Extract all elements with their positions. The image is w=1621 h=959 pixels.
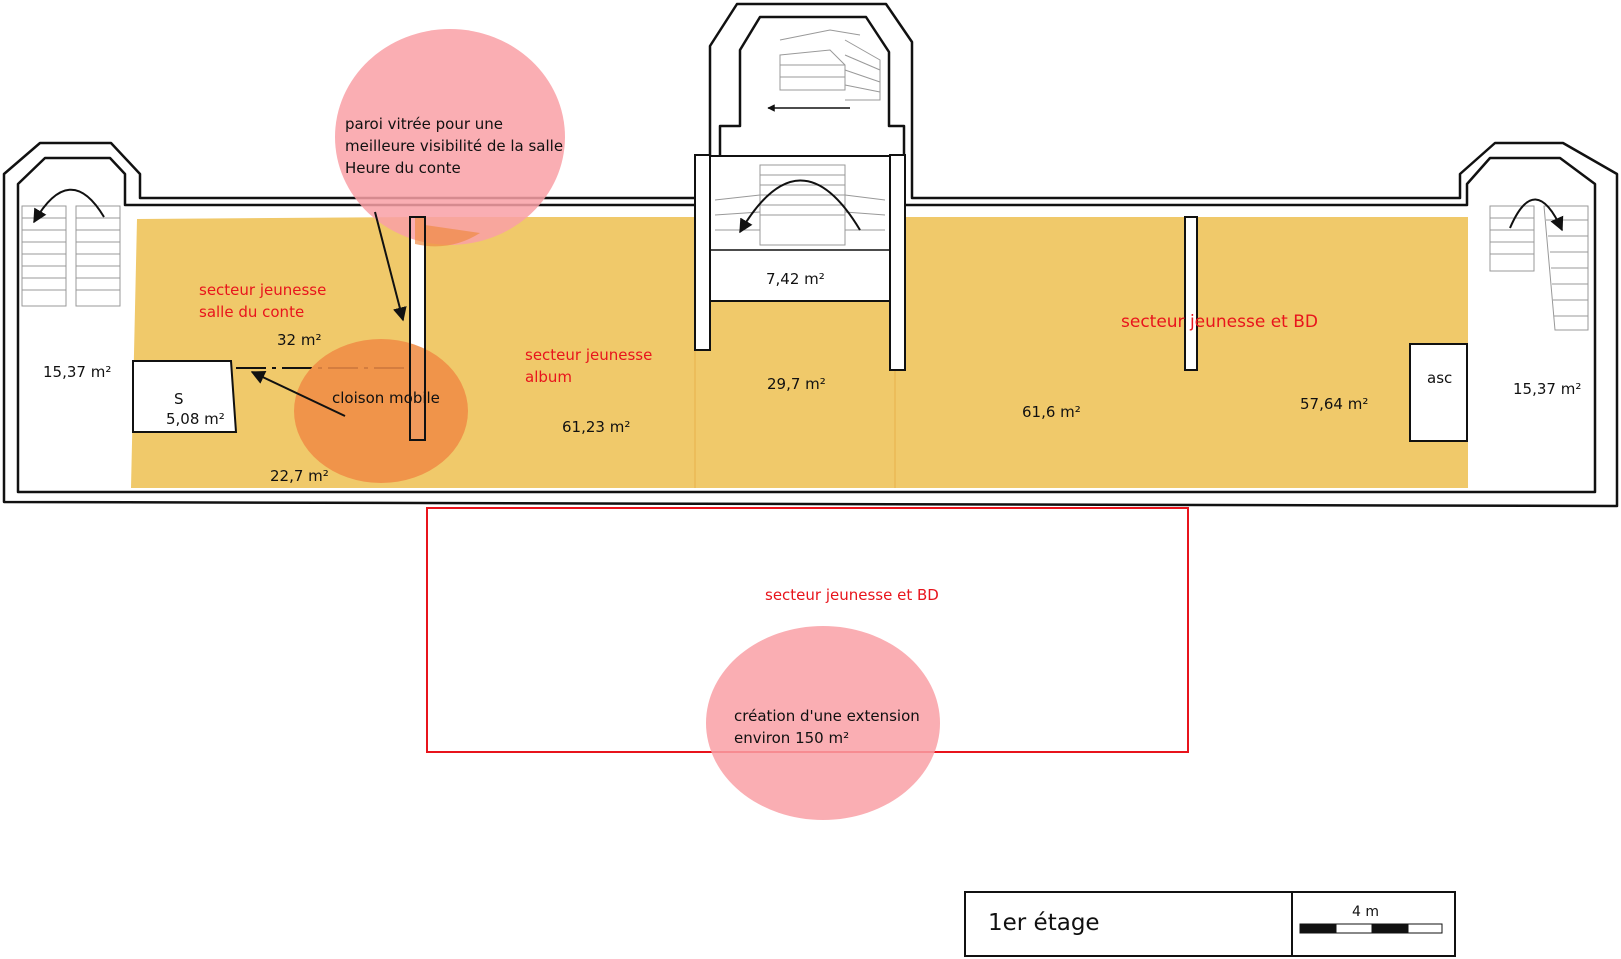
lower-left-area-label: 22,7 m² [270,467,329,485]
wall-center-left [694,154,711,351]
left-stair-area-label: 15,37 m² [43,363,111,381]
floor-fill-album [415,217,695,488]
highlight-overlap [415,217,480,247]
annotation-labels: paroi vitrée pour une meilleure visibili… [332,115,939,747]
arrow-mobile-partition [250,371,346,417]
album-label-1: secteur jeunesse [525,346,652,364]
conte-area-label: 32 m² [277,331,321,349]
highlight-glass-wall [335,29,565,245]
legend-floor-title: 1er étage [988,910,1100,936]
right-area-1-label: 61,6 m² [1022,403,1081,421]
elevator-label: asc [1427,369,1452,387]
stair-direction-arrow-center [739,179,861,234]
glass-wall-note-1: paroi vitrée pour une [345,115,503,133]
floor-fill-right [895,217,1468,488]
extension-note-2: environ 150 m² [734,729,849,747]
room-labels: 15,37 m² 15,37 m² secteur jeunesse salle… [43,270,1581,485]
conte-label-1: secteur jeunesse [199,281,326,299]
album-label-2: album [525,368,572,386]
wall-center-right [889,154,906,371]
album-area-label: 61,23 m² [562,418,630,436]
wall-right-partition [1184,216,1198,371]
legend-scale-label: 4 m [1352,904,1379,920]
inner-wall [16,15,1597,494]
glass-wall-note-3: Heure du conte [345,159,461,177]
storage-letter: S [174,390,184,408]
stairs-left [21,205,121,307]
legend: 1er étage 4 m [964,891,1456,957]
stairs-tower [779,29,881,101]
elevator-box [1409,343,1468,442]
outer-wall [2,2,1619,508]
stair-direction-arrow-right [1509,198,1564,232]
floor-fill-center [695,301,895,488]
extension-note-1: création d'une extension [734,707,920,725]
highlight-mobile-partition [294,339,468,483]
extension-sector-label: secteur jeunesse et BD [765,586,939,604]
highlight-extension [706,626,940,820]
conte-label-2: salle du conte [199,303,304,321]
right-stair-area-label: 15,37 m² [1513,380,1581,398]
stair-landing-area-label: 7,42 m² [766,270,825,288]
glass-wall-note-2: meilleure visibilité de la salle [345,137,563,155]
stairs-center [714,164,886,246]
scale-bar [1299,923,1443,934]
right-area-2-label: 57,64 m² [1300,395,1368,413]
stairs-right [1489,205,1589,331]
bd-sector-label: secteur jeunesse et BD [1121,312,1318,332]
mobile-partition-note: cloison mobile [332,389,440,407]
wall-conte-partition-overlay [409,216,426,441]
stair-direction-arrow-left [33,188,105,224]
building-walls [2,2,1619,508]
arrow-glass-wall [374,211,407,322]
storage-area-label: 5,08 m² [166,410,225,428]
center-area-label: 29,7 m² [767,375,826,393]
